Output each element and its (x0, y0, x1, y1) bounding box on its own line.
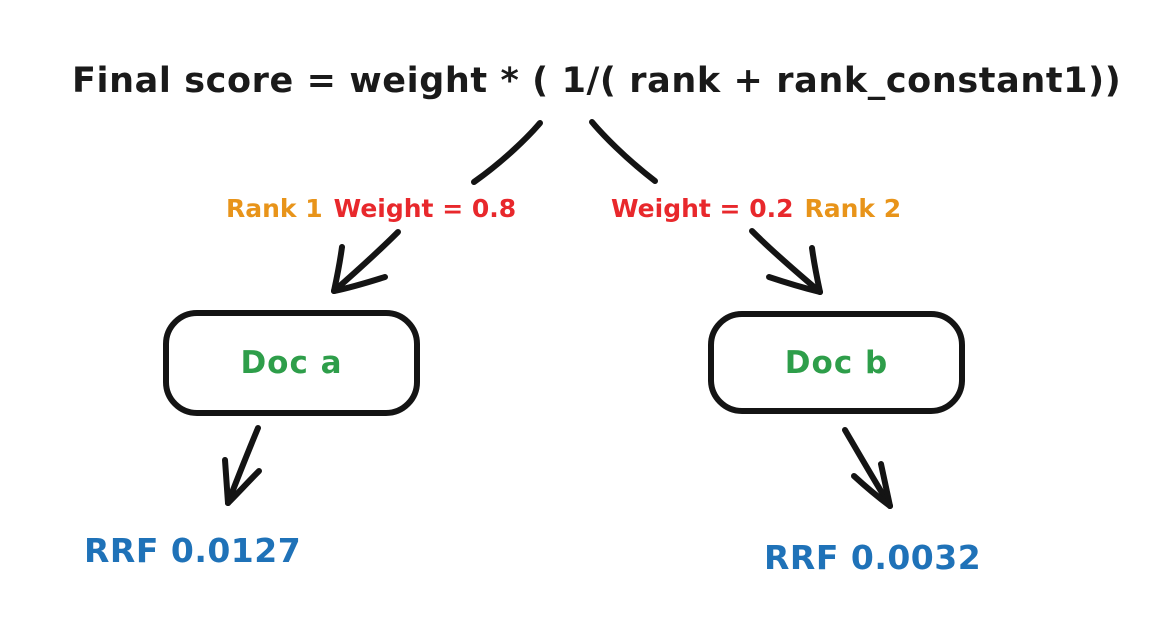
branch-left-rank-label: Rank 1 (226, 194, 323, 223)
arrow-right-to-doc-b-headA (809, 245, 823, 295)
doc-box-b-label: Doc b (784, 344, 889, 381)
arrow-right-to-doc-b-headB (766, 274, 823, 295)
arrow-doc-a-to-rrf-shaft (225, 425, 261, 506)
doc-box-a-label: Doc a (240, 345, 343, 381)
branch-right-weight-label: Weight = 0.2 (611, 194, 794, 223)
branch-left-weight-label: Weight = 0.8 (333, 194, 517, 223)
arrow-doc-b-to-rrf-shaft (842, 427, 893, 509)
doc-box-a: Doc a (163, 310, 420, 416)
connector-line-left (471, 120, 543, 185)
branch-right-annotations: Weight = 0.2 Rank 2 (611, 194, 901, 223)
arrow-left-to-doc-a-shaft (331, 229, 401, 294)
arrow-doc-b-to-rrf-headA (878, 461, 893, 509)
arrow-doc-a-to-rrf-headA (222, 457, 231, 506)
rrf-score-doc-b: RRF 0.0032 (764, 538, 982, 577)
arrow-right-to-doc-b-shaft (749, 228, 823, 295)
formula-text: Final score = weight * ( 1/( rank + rank… (72, 61, 1122, 101)
connector-line-right (589, 119, 658, 184)
rrf-score-doc-a: RRF 0.0127 (84, 531, 302, 570)
branch-right-rank-label: Rank 2 (804, 194, 902, 223)
doc-box-b: Doc b (708, 311, 965, 414)
arrow-left-to-doc-a-headB (331, 274, 388, 294)
arrow-left-to-doc-a-headA (331, 244, 345, 294)
branch-left-annotations: Rank 1 Weight = 0.8 (226, 194, 516, 223)
arrow-doc-a-to-rrf-headB (225, 468, 262, 506)
arrow-doc-b-to-rrf-headB (851, 473, 893, 509)
